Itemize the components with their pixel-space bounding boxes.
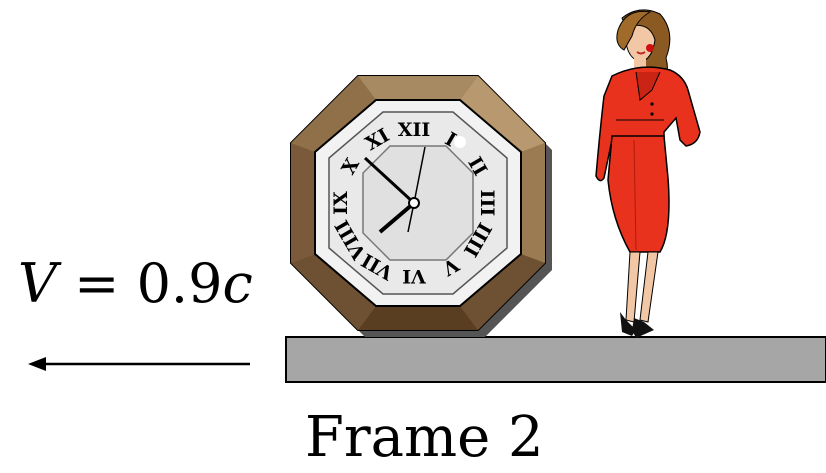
velocity-unit: c [222,252,253,315]
velocity-value: 0.9 [136,252,223,315]
frame-label: Frame 2 [305,405,544,470]
clock-numeral: III [476,190,498,217]
velocity-equals: = [57,252,137,315]
clock-numeral: VI [402,265,427,287]
clock-second-hand [413,146,426,204]
velocity-symbol: V [18,252,57,315]
woman-figure [595,9,701,338]
velocity-label: V = 0.9c [18,252,253,315]
clock-numeral: IX [330,191,352,215]
motion-arrow [28,357,250,371]
clock-minute-hand [363,156,416,205]
platform [285,336,826,383]
woman-dress [595,66,701,182]
clock-center [408,197,420,209]
clock-hour-hand [378,201,416,234]
clock-numeral: XII [398,119,431,141]
